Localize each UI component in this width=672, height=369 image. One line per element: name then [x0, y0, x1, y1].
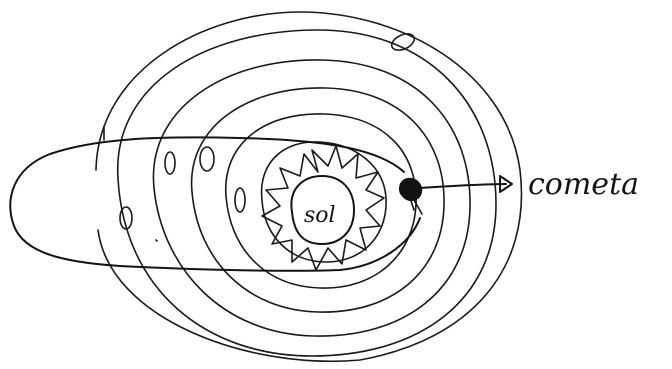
comet-pointer — [420, 176, 512, 192]
planet-outer-top — [389, 31, 417, 54]
comet-orbit — [10, 137, 420, 270]
sun-label: sol — [304, 203, 336, 228]
planet-left-top-2 — [200, 147, 214, 171]
comet — [400, 179, 422, 214]
planet-left-top-1 — [165, 152, 175, 174]
orbit-4 — [153, 60, 470, 336]
orbit-3 — [192, 88, 444, 312]
comet-label: cometa — [528, 167, 639, 202]
comet-pointer-line — [420, 184, 506, 188]
planets — [120, 31, 417, 229]
comet-head — [400, 179, 422, 201]
orbit-5 — [118, 30, 496, 356]
sun: sol — [262, 146, 384, 270]
planet-inner — [235, 188, 245, 212]
